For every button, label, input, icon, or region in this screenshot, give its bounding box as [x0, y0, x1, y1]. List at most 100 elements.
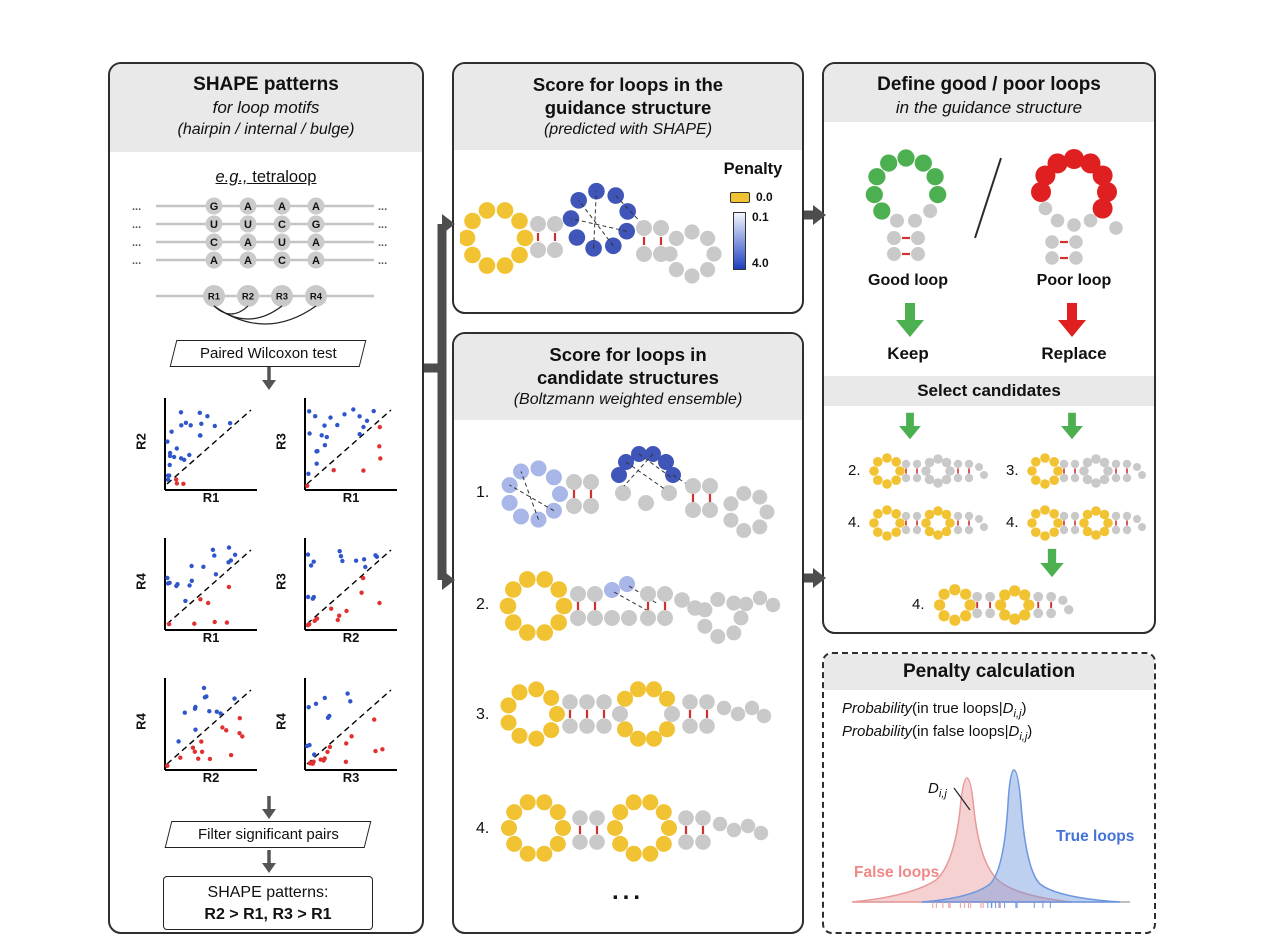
result-title: SHAPE patterns:	[207, 884, 329, 901]
penalty-scale-top: 0.1	[752, 210, 769, 224]
svg-text:R3: R3	[276, 292, 288, 303]
good-loop-label: Good loop	[868, 272, 948, 289]
candidate-2-label: 2.	[476, 596, 490, 613]
svg-text:...: ...	[378, 237, 387, 249]
left-panel-title: SHAPE patterns	[193, 74, 339, 95]
candidate-4-structure-art	[501, 794, 769, 862]
guidance-score-header: Score for loops in the guidance structur…	[454, 64, 802, 150]
select-arrow-icon	[898, 412, 922, 440]
scatter-xlabel: R1	[342, 490, 360, 505]
filter-significant-pairs-box: Filter significant pairs	[164, 821, 372, 848]
svg-text:A: A	[312, 201, 320, 213]
mini-candidate-4a-art	[869, 505, 988, 541]
candidate-label-3: 3.	[1006, 462, 1019, 479]
scatter-xlabel: R1	[202, 630, 220, 645]
right-top-panel-define-loops: Define good / poor loops in the guidance…	[822, 62, 1156, 634]
middle-top-panel-guidance-score: Score for loops in the guidance structur…	[452, 62, 804, 314]
down-arrow-icon	[262, 367, 276, 390]
svg-text:...: ...	[132, 201, 141, 213]
replace-label: Replace	[1041, 344, 1107, 363]
svg-text:...: ...	[378, 255, 387, 267]
true-loops-label: True loops	[1056, 828, 1135, 845]
define-loops-subtitle: in the guidance structure	[895, 98, 1083, 117]
scatter-xlabel: R3	[342, 770, 360, 785]
candidate-1-structure-art	[501, 446, 775, 538]
final-candidate-art	[933, 584, 1074, 626]
final-select-arrow-icon	[1039, 548, 1065, 578]
down-arrow-icon	[262, 850, 276, 873]
mini-candidate-2-art	[869, 453, 988, 489]
penalty-legend-title: Penalty	[723, 160, 783, 178]
svg-text:G: G	[210, 201, 219, 213]
svg-text:R1: R1	[208, 292, 221, 303]
false-loops-label: False loops	[854, 864, 940, 881]
svg-text:A: A	[210, 255, 218, 267]
define-loops-header: Define good / poor loops in the guidance…	[824, 64, 1154, 122]
probability-true-formula: Probability(in true loops|Di,j)	[842, 700, 1027, 720]
eg-prefix: e.g.,	[215, 168, 248, 186]
penalty-calculation-panel: Penalty calculation Probability(in true …	[822, 652, 1156, 934]
eg-word: tetraloop	[252, 168, 317, 186]
svg-text:U: U	[210, 219, 218, 231]
scatter-ylabel: R4	[133, 713, 149, 730]
penalty-calculation-title: Penalty calculation	[902, 661, 1076, 682]
svg-text:A: A	[244, 255, 252, 267]
penalty-zero-value: 0.0	[756, 190, 773, 204]
candidate-label-2: 2.	[848, 462, 861, 479]
svg-text:...: ...	[132, 237, 141, 249]
dij-label: Di,j	[928, 780, 947, 800]
scatter-ylabel: R3	[273, 573, 289, 590]
svg-text:C: C	[278, 219, 286, 231]
candidate-score-title-1: Score for loops in	[549, 344, 707, 365]
penalty-zero-swatch	[730, 192, 750, 203]
svg-text:U: U	[278, 237, 286, 249]
paired-wilcoxon-test-box: Paired Wilcoxon test	[169, 340, 367, 367]
scatter-xlabel: R1	[202, 490, 220, 505]
candidate-2-structure-art	[499, 571, 781, 644]
left-panel-header: SHAPE patterns for loop motifs (hairpin …	[110, 64, 422, 152]
replace-arrow-icon	[1057, 302, 1087, 338]
poor-loop-label: Poor loop	[1036, 272, 1112, 289]
svg-text:R4: R4	[310, 292, 323, 303]
candidate-label-4a: 4.	[848, 514, 861, 531]
scatter-ylabel: R2	[133, 433, 149, 450]
probability-false-formula: Probability(in false loops|Di,j)	[842, 723, 1033, 743]
svg-text:G: G	[312, 219, 321, 231]
scatter-ylabel: R3	[273, 433, 289, 450]
svg-text:C: C	[278, 255, 286, 267]
svg-text:U: U	[244, 219, 252, 231]
result-pattern: R2 > R1, R3 > R1	[204, 906, 332, 923]
svg-text:...: ...	[132, 255, 141, 267]
select-arrow-icon	[1060, 412, 1084, 440]
penalty-gradient-bar	[733, 212, 746, 270]
svg-text:R2: R2	[242, 292, 254, 303]
filter-significant-pairs-label: Filter significant pairs	[197, 826, 339, 843]
candidate-3-structure-art	[500, 681, 772, 747]
svg-text:A: A	[312, 255, 320, 267]
select-candidates-header: Select candidates	[824, 376, 1154, 406]
svg-text:A: A	[244, 201, 252, 213]
guidance-score-title-1: Score for loops in the	[532, 74, 724, 95]
scatter-xlabel: R2	[342, 630, 360, 645]
candidate-3-label: 3.	[476, 706, 490, 723]
svg-text:A: A	[278, 201, 286, 213]
down-arrow-icon	[262, 796, 276, 819]
middle-bottom-panel-candidate-score: Score for loops in candidate structures …	[452, 332, 804, 934]
distribution-plot-art	[851, 769, 1130, 908]
penalty-scale-bottom: 4.0	[752, 256, 769, 270]
svg-text:C: C	[210, 237, 218, 249]
candidate-1-label: 1.	[476, 484, 490, 501]
good-loop-art	[865, 149, 947, 261]
svg-text:A: A	[244, 237, 252, 249]
svg-text:...: ...	[378, 219, 387, 231]
define-loops-title: Define good / poor loops	[877, 74, 1101, 95]
tetraloop-example-label: e.g., tetraloop	[110, 168, 422, 187]
